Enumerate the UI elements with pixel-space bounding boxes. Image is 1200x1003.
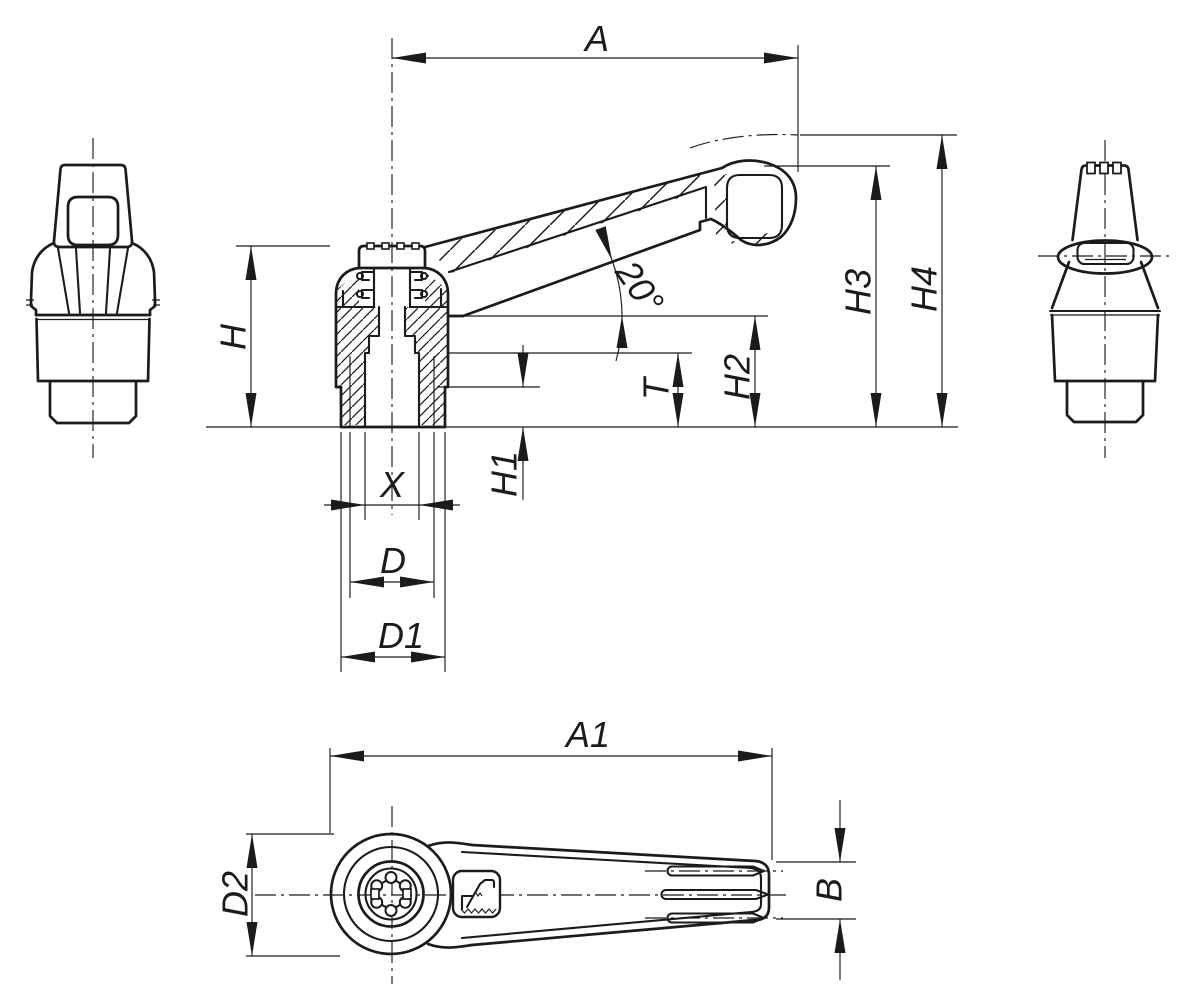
dim-H4-label: H4 [904,266,945,312]
bushing-hatch-left [337,272,379,425]
arm-tip-centerline [689,133,799,149]
dim-X: X [324,432,460,520]
grip-groove [660,888,770,901]
tip-hatch-sliver [714,174,727,240]
dim-H2-label: H2 [717,354,758,400]
dim-D-label: D [380,540,406,581]
pivot-boss [1056,239,1154,275]
grip-recess [66,195,120,247]
cap-knurl-notch [396,242,405,250]
dim-A: A [392,18,799,172]
boss-window [1076,241,1135,266]
grip-pocket [725,173,784,240]
dim-H: H [206,245,958,428]
dim-angle: 20° [595,226,672,362]
dim-D: D [349,432,435,598]
dim-D2: D2 [215,833,340,957]
dim-A1: A1 [329,714,773,860]
thread-lines [349,356,435,427]
dim-A1-label: A1 [564,714,610,755]
cap-knurl-notch [366,242,375,250]
top-view [255,806,790,984]
dim-A-label: A [583,18,609,59]
grip-groove [666,865,766,877]
grip-notch [1099,161,1109,175]
arm-hatch-band [428,169,720,273]
front-view [26,138,160,458]
dim-H1-label: H1 [484,451,525,497]
section-view [334,38,799,515]
dim-H2: H2 [463,315,768,427]
bushing-outline-left [334,266,361,429]
arm-lower-edge [461,217,713,318]
cap-knurl-notch [411,242,420,250]
dim-H-label: H [213,323,254,350]
dim-X-label: X [379,464,406,505]
dim-angle-label: 20° [607,252,672,321]
dim-D1: D1 [340,432,446,672]
dim-T: T [447,352,692,427]
dim-D2-label: D2 [215,871,256,917]
handle-outline [426,841,771,949]
brand-logo-icon [451,869,502,919]
grip-groove [666,912,766,924]
boss-outer-ring [329,832,453,956]
dim-D1-label: D1 [378,615,424,656]
arm-top-edge [423,166,724,249]
dim-B-label: B [809,878,850,902]
grip-notch [1112,161,1122,175]
grip-notch [1086,161,1096,175]
dim-H3-label: H3 [838,269,879,315]
rear-view [1038,140,1172,458]
dim-H3: H3 [764,165,890,427]
dim-H1: H1 [437,345,540,500]
dimensions: A H H1 T H2 [206,18,958,980]
dim-T-label: T [636,375,677,400]
dim-B: B [776,800,856,980]
dim-H4: H4 [800,134,957,427]
cap-knurl-notch [381,242,390,250]
bushing-hatch-right [405,272,447,425]
